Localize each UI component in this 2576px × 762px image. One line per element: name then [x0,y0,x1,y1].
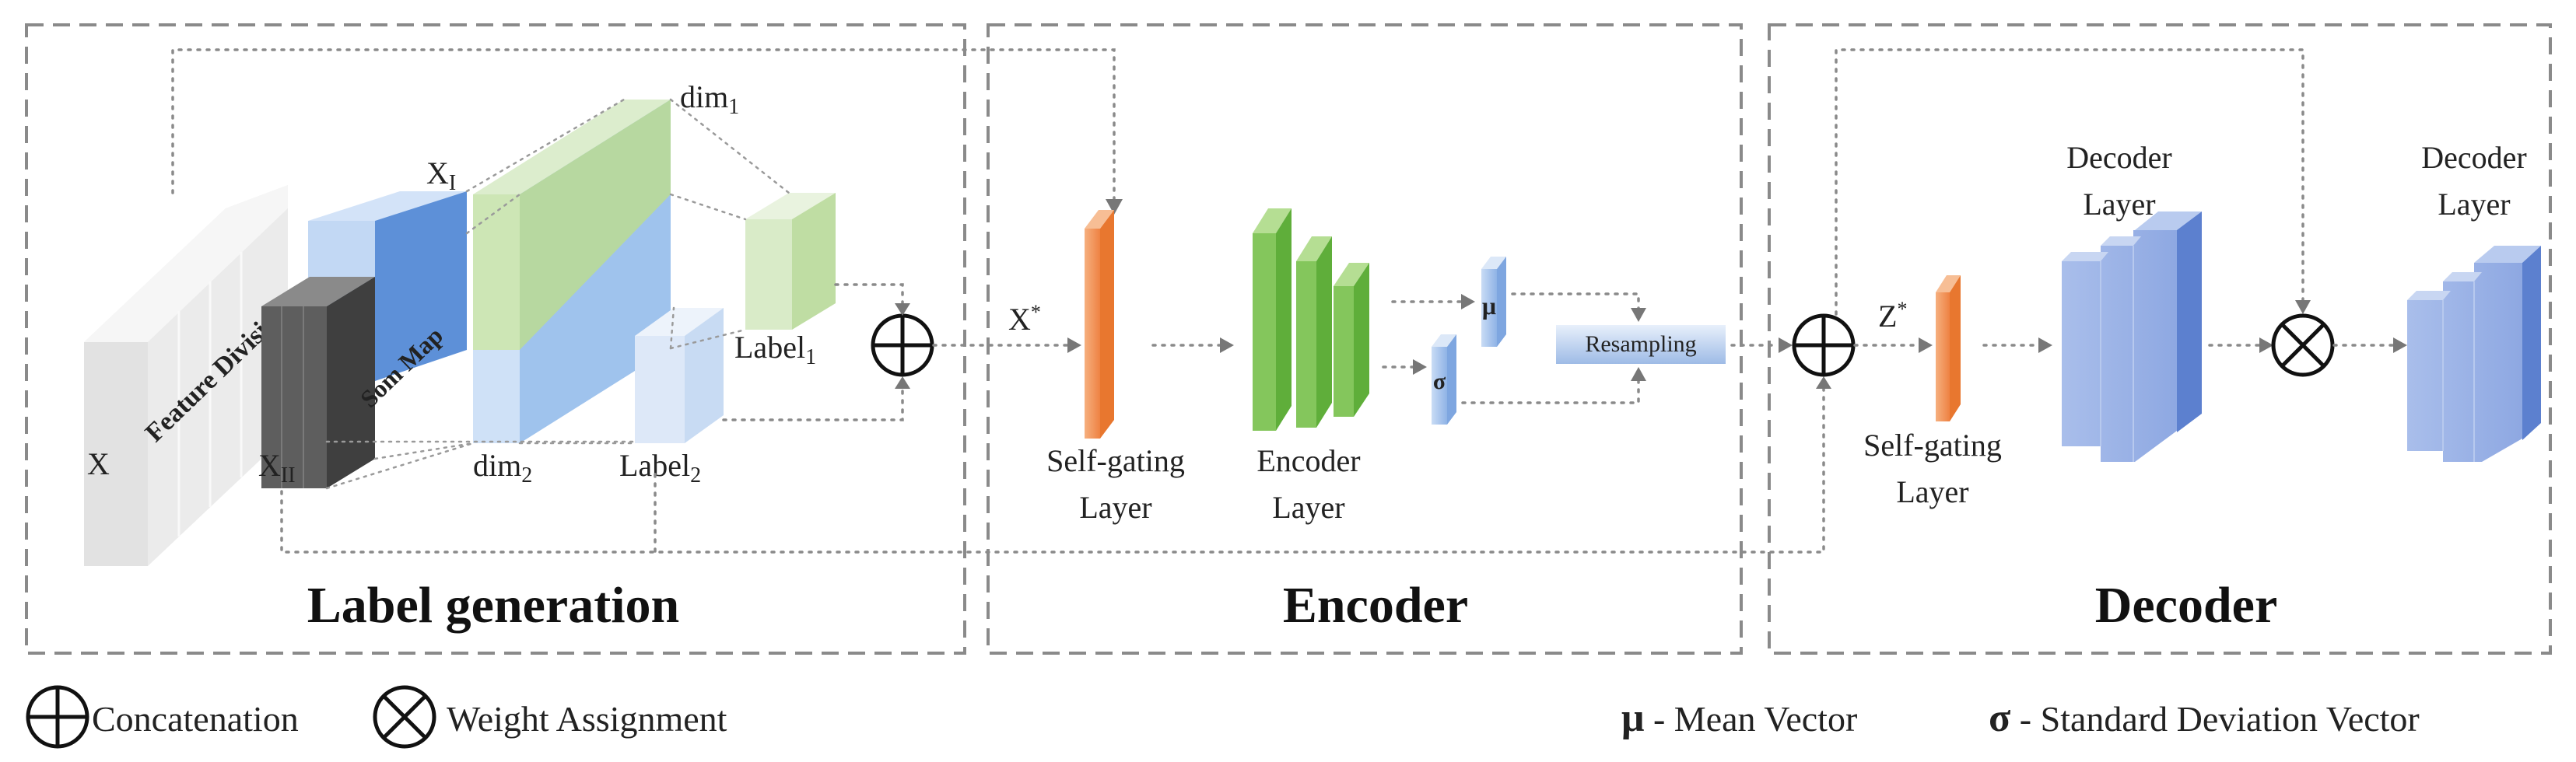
self-gating-encoder-line1: Self-gating [1046,443,1185,478]
decoder1-line1: Decoder [2066,140,2171,175]
concat2-to-self-gating [1853,337,1933,353]
legend-mu: μ - Mean Vector [1621,696,1857,740]
legend-weight-assignment-label: Weight Assignment [447,699,727,739]
weight-assignment-operator [2271,313,2335,377]
self-gating-encoder-line2: Layer [1079,490,1151,525]
dim2-label: dim2 [473,448,532,488]
decoder-panel [1768,23,2552,655]
resampling-box [1556,325,1726,364]
label-generation-title: Label generation [307,577,679,634]
mu-to-resampling [1511,292,1646,322]
projection-guides [325,98,790,490]
x-star-label: X* [1008,301,1041,337]
label2-label: Label2 [619,448,701,488]
sigma-vector [1432,334,1456,425]
legend-weight-assignment-icon [373,685,436,749]
x-i-label: XI [426,156,456,195]
decoder-title: Decoder [2095,577,2278,634]
encoder-title: Encoder [1283,577,1468,634]
decoder1-to-weight [2208,337,2273,353]
resampling-label: Resampling [1585,331,1696,357]
label-generation-panel [25,23,966,655]
sigma-to-resampling [1461,367,1646,404]
encoder-layer-line1: Encoder [1256,443,1360,478]
label1-block [745,193,836,330]
mu-label: μ [1482,292,1496,320]
input-block-x [84,185,288,566]
skip-connection-bottom [280,376,1831,554]
dim1-label: dim1 [680,79,739,119]
concat-operator-2 [1792,313,1856,377]
decoder2-line2: Layer [2438,187,2510,222]
sigma-label: σ [1433,369,1446,394]
z-star-label: Z* [1878,298,1907,334]
x-ii-label: XII [258,448,296,488]
mu-vector [1481,257,1506,347]
legend-concatenation-label: Concatenation [92,699,299,739]
decoder-layer-1-block [2062,211,2202,462]
skip-connection-top [171,48,1123,215]
resampling-to-concat [1730,337,1793,353]
self-gating-layer-encoder [1085,210,1114,439]
legend-concatenation-icon [26,685,89,749]
encoder-to-sigma [1382,359,1427,375]
dim-block [473,100,671,443]
skip-connection-decoder [1835,48,2311,316]
label1-to-concat [834,283,910,316]
self-gating-to-encoder [1151,337,1234,353]
decoder1-line2: Layer [2083,187,2155,222]
decoder-layer-2-block [2407,246,2541,462]
self-gating-to-decoder1 [1982,337,2052,353]
self-gating-layer-decoder [1936,275,1961,421]
encoder-panel [987,23,1743,655]
concat-operator-1 [871,313,934,377]
self-gating-decoder-line2: Layer [1896,474,1968,509]
weight-to-decoder2 [2332,337,2407,353]
encoder-layer-block [1253,208,1369,431]
encoder-layer-line2: Layer [1272,490,1344,525]
label2-to-concat [722,376,910,421]
legend-sigma: σ - Standard Deviation Vector [1989,696,2420,740]
self-gating-decoder-line1: Self-gating [1863,428,2002,463]
encoder-to-mu [1391,294,1475,309]
x-label: X [87,446,110,481]
decoder2-line1: Decoder [2421,140,2526,175]
label2-block [635,308,724,443]
label1-label: Label1 [734,330,816,369]
concat1-to-self-gating [932,337,1081,353]
block-x-ii [261,277,375,488]
